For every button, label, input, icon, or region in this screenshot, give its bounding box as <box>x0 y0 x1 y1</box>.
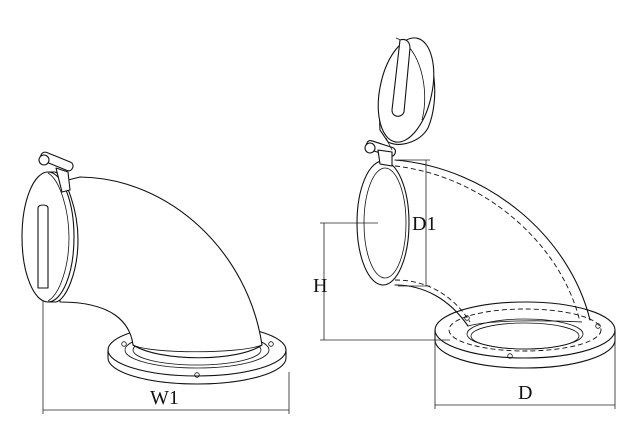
w1-dimension: W1 <box>42 300 290 414</box>
left-hinge <box>38 151 74 193</box>
right-base-flange <box>434 301 616 369</box>
d-dimension: D <box>434 332 616 409</box>
right-elbow-assembly <box>356 37 616 369</box>
d-label: D <box>518 382 532 404</box>
left-elbow-body <box>59 176 263 359</box>
bolt-hole <box>507 353 513 359</box>
right-open-cover <box>377 37 436 151</box>
cover-slot <box>391 38 411 117</box>
right-hinge <box>364 140 397 167</box>
left-elbow-assembly <box>21 151 287 385</box>
h-label: H <box>313 275 327 297</box>
right-elbow-body <box>394 159 591 327</box>
d1-label: D1 <box>412 213 436 235</box>
w1-label: W1 <box>150 387 179 409</box>
d1-dimension: D1 <box>398 159 436 287</box>
bolt-hole <box>464 315 470 321</box>
h-dimension: H <box>313 222 450 341</box>
left-cover-disc <box>21 171 79 303</box>
bolt-hole <box>121 341 127 347</box>
bolt-hole <box>194 372 200 378</box>
bolt-hole <box>595 323 601 329</box>
bolt-hole <box>268 341 274 347</box>
cover-slot <box>37 204 49 289</box>
